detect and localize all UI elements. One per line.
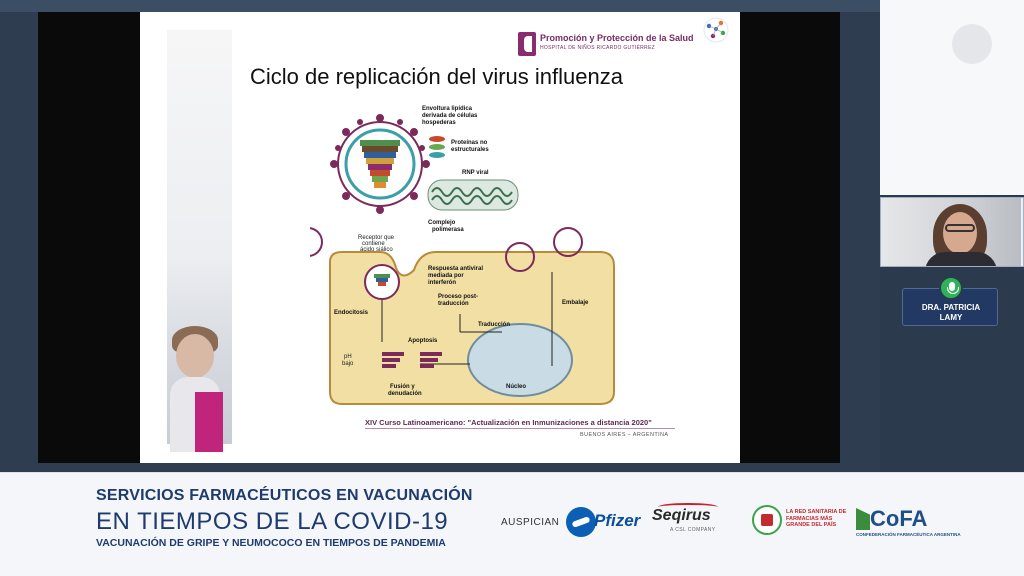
label-post-translation-2: traducción bbox=[438, 301, 469, 307]
speaker-name-badge: DRA. PATRICIA LAMY bbox=[902, 276, 998, 326]
banner-subtitle: VACUNACIÓN DE GRIPE Y NEUMOCOCO EN TIEMP… bbox=[96, 537, 446, 549]
hospital-logo-line2: HOSPITAL DE NIÑOS RICARDO GUTIÉRREZ bbox=[540, 45, 655, 51]
label-endocitosis: Endocitosis bbox=[334, 310, 369, 316]
cofa-logo-icon bbox=[856, 508, 870, 530]
event-banner: SERVICIOS FARMACÉUTICOS EN VACUNACIÓN EN… bbox=[0, 472, 1024, 576]
svg-text:Núcleo: Núcleo bbox=[506, 384, 526, 390]
slide-photo-person bbox=[170, 312, 230, 452]
top-strip bbox=[0, 0, 880, 12]
label-polymerase-2: polimerasa bbox=[432, 227, 464, 233]
label-receptor-3: ácido siálico bbox=[360, 247, 393, 253]
svg-text:bajo: bajo bbox=[342, 361, 354, 367]
participant-tile-empty[interactable] bbox=[880, 0, 1024, 195]
svg-text:hospederas: hospederas bbox=[422, 120, 456, 126]
svg-text:Apoptosis: Apoptosis bbox=[408, 338, 438, 344]
cofa-subtitle: CONFEDERACIÓN FARMACÉUTICA ARGENTINA bbox=[856, 532, 961, 537]
label-ph-2: bajo bbox=[342, 361, 354, 367]
label-polymerase-1: Complejo bbox=[428, 220, 456, 226]
red-farmacias-logo-icon bbox=[752, 505, 782, 535]
influenza-replication-diagram: Envoltura lipídica derivada de células h… bbox=[310, 106, 615, 405]
svg-text:Complejo: Complejo bbox=[428, 220, 456, 226]
avatar-placeholder-icon bbox=[952, 24, 992, 64]
svg-text:RNP viral: RNP viral bbox=[462, 170, 489, 176]
network-logo-icon bbox=[703, 17, 729, 43]
speaker-name-line1: DRA. PATRICIA bbox=[921, 303, 981, 312]
slide-footer-divider bbox=[365, 428, 675, 429]
svg-text:estructurales: estructurales bbox=[451, 147, 489, 153]
label-receptor-2: contiene bbox=[362, 241, 385, 247]
label-envelope-2: derivada de células bbox=[422, 113, 478, 119]
meeting-stage: Promoción y Protección de la Salud HOSPI… bbox=[0, 0, 880, 463]
label-embalaje: Embalaje bbox=[562, 300, 589, 306]
svg-text:Respuesta antiviral: Respuesta antiviral bbox=[428, 266, 483, 272]
label-antiviral-2: mediada por bbox=[428, 273, 464, 279]
label-fusion-2: denudación bbox=[388, 391, 422, 397]
hospital-logo-line1: Promoción y Protección de la Salud bbox=[540, 33, 694, 43]
svg-text:Proceso post-: Proceso post- bbox=[438, 294, 478, 300]
speaker-video-thumbnail[interactable] bbox=[880, 197, 1024, 267]
label-nonstructural-2: estructurales bbox=[451, 147, 489, 153]
svg-text:Endocitosis: Endocitosis bbox=[334, 310, 369, 316]
speaker-name-line2: LAMY bbox=[939, 313, 963, 322]
cofa-wordmark: CoFA bbox=[870, 506, 928, 531]
banner-title-line2: EN TIEMPOS DE LA COVID-19 bbox=[96, 508, 449, 535]
svg-text:mediada por: mediada por bbox=[428, 273, 464, 279]
slide-footer-course: XIV Curso Latinoamericano: "Actualizació… bbox=[365, 418, 652, 427]
host-cell-icon bbox=[329, 251, 615, 405]
hospital-logo-icon bbox=[518, 32, 536, 56]
label-antiviral-1: Respuesta antiviral bbox=[428, 266, 483, 272]
red-farmacias-text: LA RED SANITARIA DE FARMACIAS MÁS GRANDE… bbox=[786, 509, 847, 528]
virion-inside-icon bbox=[364, 264, 400, 300]
sponsors-label: AUSPICIAN bbox=[501, 517, 560, 528]
label-antiviral-3: interferón bbox=[428, 280, 456, 286]
svg-text:pH: pH bbox=[344, 354, 352, 360]
label-envelope-1: Envoltura lipídica bbox=[422, 106, 473, 112]
svg-text:Receptor que: Receptor que bbox=[358, 235, 395, 241]
pfizer-wordmark: Pfizer bbox=[594, 511, 641, 530]
microphone-active-icon bbox=[939, 276, 963, 300]
speaker-camera-feed bbox=[881, 198, 1021, 266]
label-post-translation-1: Proceso post- bbox=[438, 294, 478, 300]
presentation-slide: Promoción y Protección de la Salud HOSPI… bbox=[140, 12, 740, 463]
label-ph-1: pH bbox=[344, 354, 352, 360]
virus-particle-icon bbox=[330, 114, 430, 214]
svg-text:polimerasa: polimerasa bbox=[432, 227, 464, 233]
hospital-logo: Promoción y Protección de la Salud HOSPI… bbox=[518, 32, 694, 56]
label-traduccion: Traducción bbox=[478, 322, 510, 328]
svg-text:contiene: contiene bbox=[362, 241, 385, 247]
label-nonstructural-1: Proteínas no bbox=[451, 140, 488, 146]
svg-text:interferón: interferón bbox=[428, 280, 456, 286]
svg-text:Traducción: Traducción bbox=[478, 322, 510, 328]
cofa-logo: CoFA CONFEDERACIÓN FARMACÉUTICA ARGENTIN… bbox=[856, 506, 961, 538]
label-rnp: RNP viral bbox=[462, 170, 489, 176]
svg-text:denudación: denudación bbox=[388, 391, 422, 397]
seqirus-logo: Seqirus A CSL COMPANY bbox=[652, 503, 724, 537]
seqirus-swoosh-icon bbox=[658, 503, 718, 511]
slide-title: Ciclo de replicación del virus influenza bbox=[250, 64, 623, 89]
svg-text:Embalaje: Embalaje bbox=[562, 300, 589, 306]
slide-footer-city: BUENOS AIRES – ARGENTINA bbox=[580, 432, 669, 438]
label-nucleo: Núcleo bbox=[506, 384, 526, 390]
label-receptor-1: Receptor que bbox=[358, 235, 395, 241]
pfizer-logo-icon bbox=[566, 507, 596, 537]
svg-text:ácido siálico: ácido siálico bbox=[360, 247, 393, 253]
label-envelope-3: hospederas bbox=[422, 120, 456, 126]
svg-text:Proteínas no: Proteínas no bbox=[451, 140, 488, 146]
banner-title-line1: SERVICIOS FARMACÉUTICOS EN VACUNACIÓN bbox=[96, 487, 473, 504]
label-apoptosis: Apoptosis bbox=[408, 338, 438, 344]
rnp-coil-icon bbox=[427, 179, 519, 211]
svg-text:Envoltura lipídica: Envoltura lipídica bbox=[422, 106, 473, 112]
label-fusion-1: Fusión y bbox=[390, 384, 415, 390]
seqirus-subtitle: A CSL COMPANY bbox=[670, 527, 716, 533]
svg-text:traducción: traducción bbox=[438, 301, 469, 307]
svg-text:Fusión y: Fusión y bbox=[390, 384, 415, 390]
pfizer-logo: Pfizer bbox=[566, 507, 644, 537]
seqirus-wordmark: Seqirus bbox=[652, 507, 711, 524]
svg-text:derivada de células: derivada de células bbox=[422, 113, 478, 119]
participants-panel: DRA. PATRICIA LAMY bbox=[880, 0, 1024, 472]
